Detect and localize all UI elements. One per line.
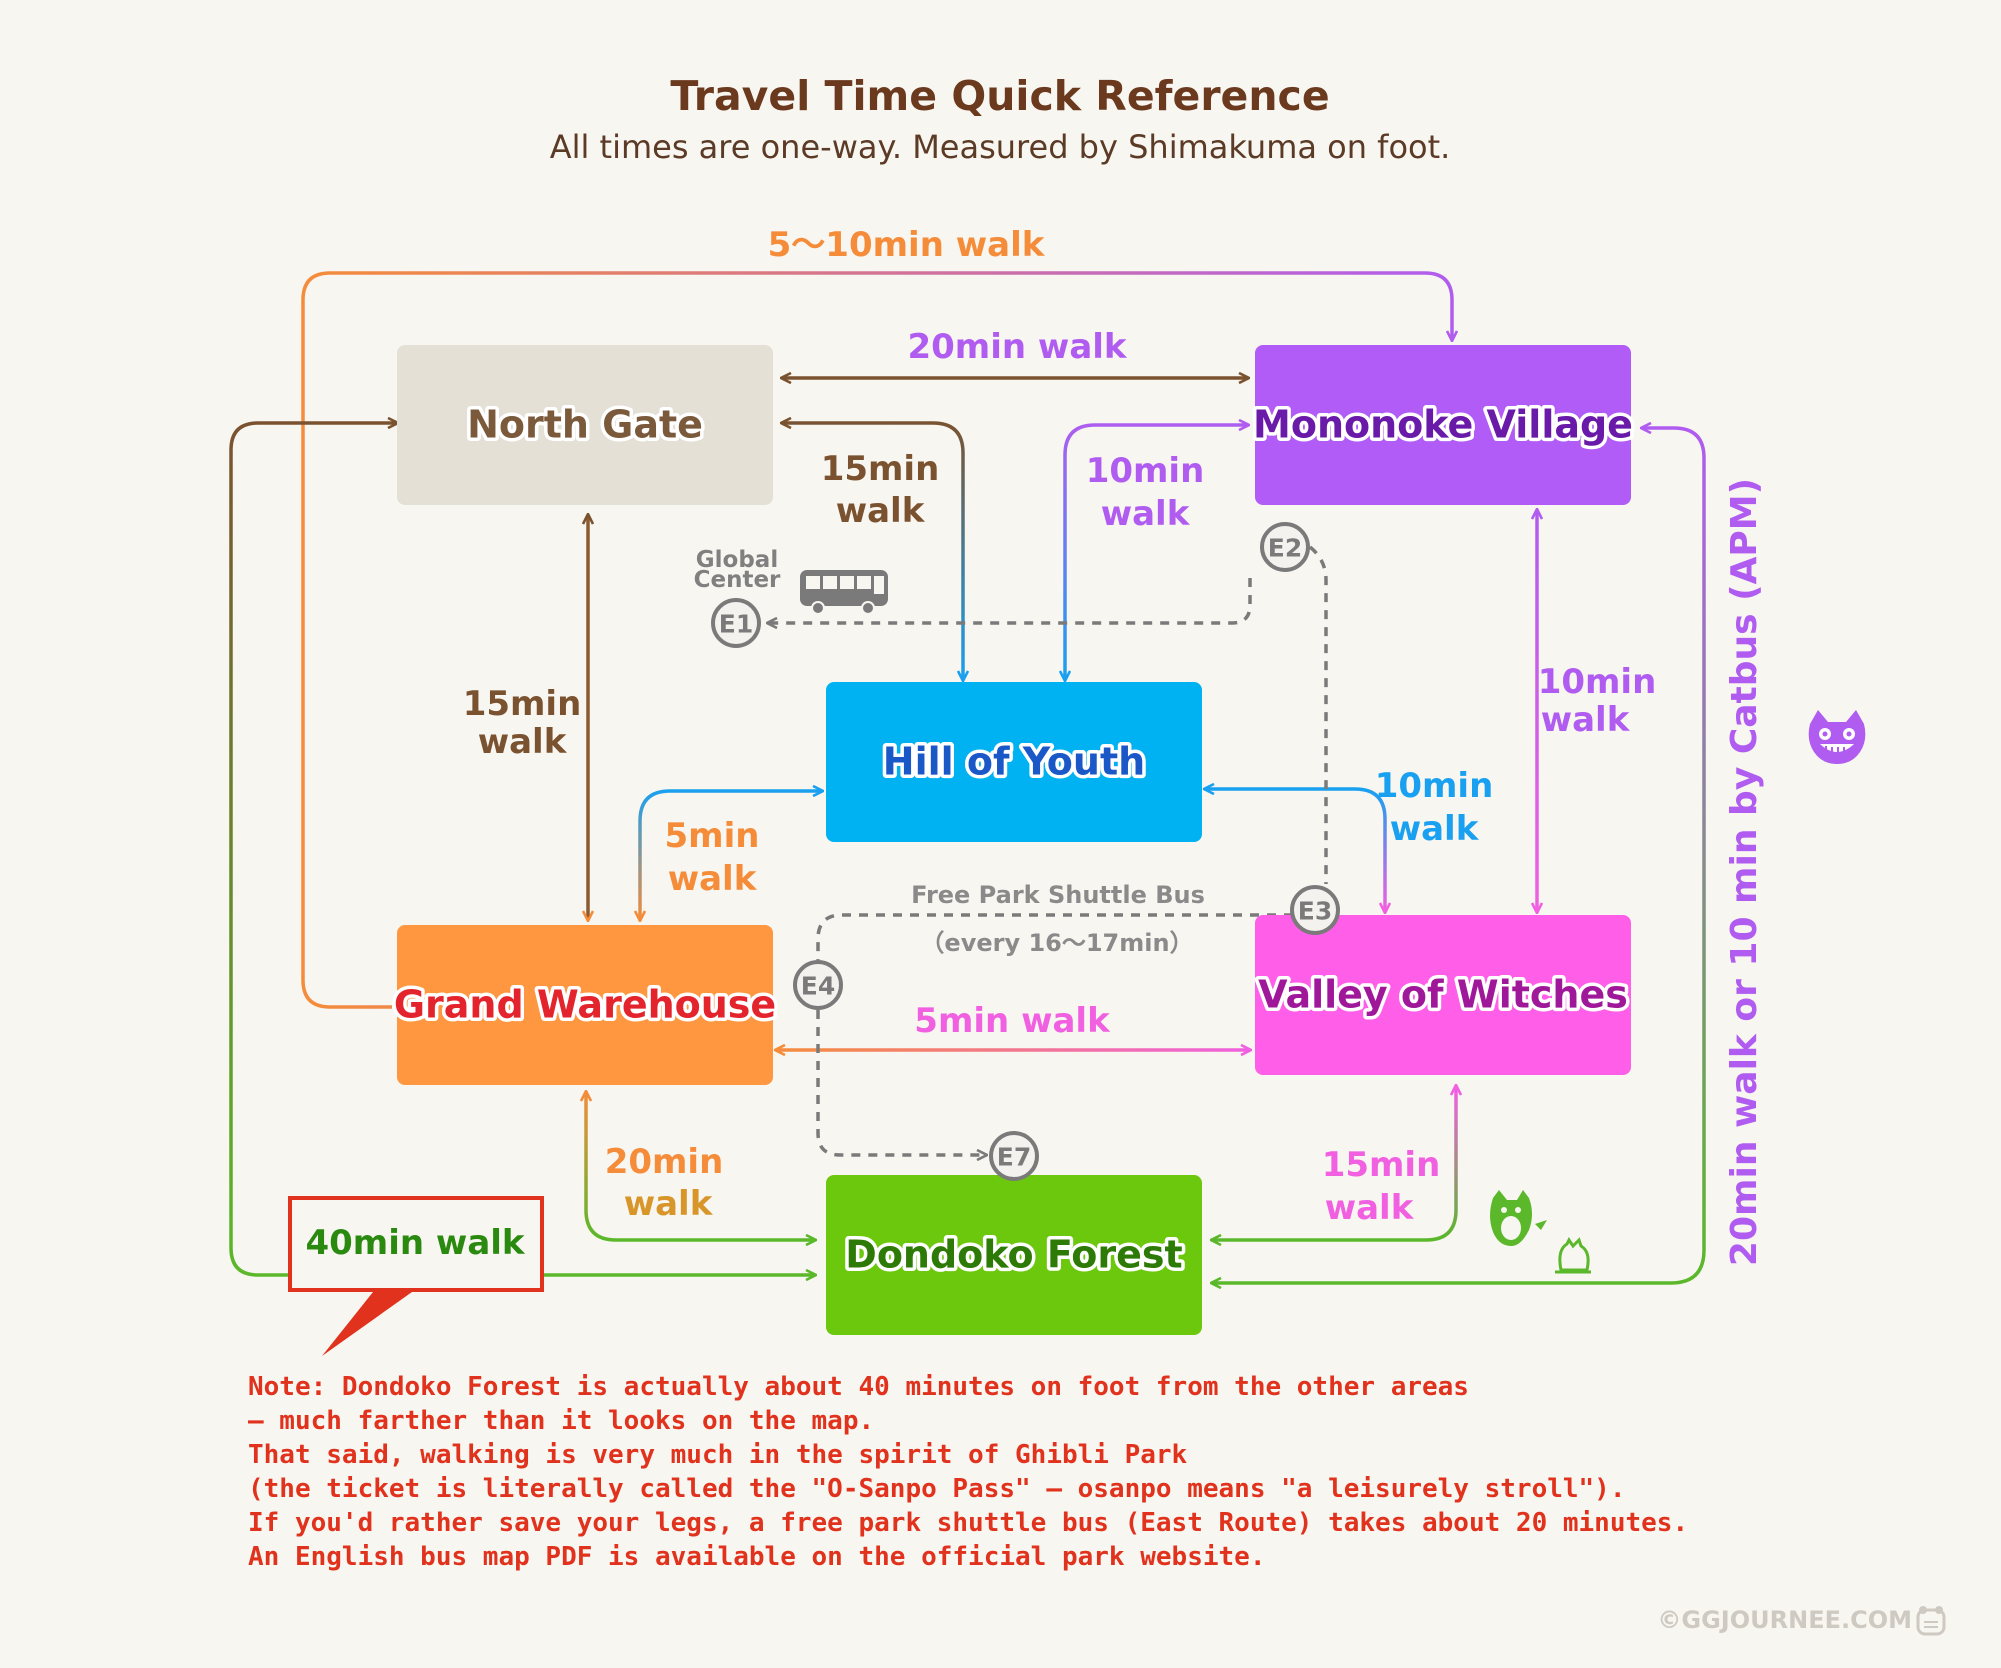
shuttle-route-e2-e1 [768, 578, 1252, 623]
page-subtitle: All times are one-way. Measured by Shima… [550, 128, 1451, 166]
note-line-3: That said, walking is very much in the s… [248, 1440, 1188, 1470]
label-warehouse-forest-2: walk [624, 1184, 714, 1224]
bus-icon [800, 570, 888, 615]
exit-e4-circle [793, 960, 843, 1010]
bus-stop-label-line2: Center [694, 567, 781, 593]
label-north-warehouse-2: walk [478, 722, 568, 762]
shuttle-name: Free Park Shuttle Bus [911, 881, 1205, 909]
label-warehouse-hill-2: walk [668, 859, 758, 899]
north-gate-box [397, 345, 773, 505]
note-line-6: An English bus map PDF is available on t… [248, 1542, 1265, 1572]
north-gate-label: North Gate [467, 403, 703, 447]
label-mononoke-hill-1: 10min [1086, 451, 1205, 491]
callout-40min: 40min walk [288, 1196, 544, 1356]
callout-40min-box [288, 1196, 544, 1292]
exit-e7-circle [989, 1131, 1039, 1181]
label-hill-valley-2: walk [1390, 809, 1480, 849]
exit-e7: E7 [989, 1131, 1039, 1181]
valley-of-witches-box [1255, 915, 1631, 1075]
label-top-loop: 5〜10min walk [768, 225, 1046, 265]
dondoko-forest-label: Dondoko Forest [845, 1233, 1182, 1277]
label-north-hill-1: 15min [821, 449, 940, 489]
exit-e1-circle [711, 598, 761, 648]
grand-warehouse-box [397, 925, 773, 1085]
dondoko-forest-box [826, 1175, 1202, 1335]
label-hill-valley-1: 10min [1375, 766, 1494, 806]
route-hill-valley-line [1205, 789, 1385, 912]
node-grand-warehouse: Grand Warehouse [390, 925, 780, 1085]
label-warehouse-hill-1: 5min [665, 816, 760, 856]
route-north-hill-line [782, 423, 963, 680]
note-line-4: (the ticket is literally called the "O-S… [248, 1474, 1626, 1504]
hill-of-youth-box [826, 682, 1202, 842]
label-mononoke-valley-1: 10min [1538, 662, 1657, 702]
node-north-gate: North Gate [397, 345, 773, 505]
exit-e3-circle [1290, 885, 1340, 935]
callout-40min-tail [322, 1292, 412, 1356]
label-catbus: 20min walk or 10 min by Catbus (APM) [1724, 478, 1765, 1266]
exit-e1: E1 [711, 598, 761, 648]
exit-e1-label: E1 [719, 610, 753, 639]
note-line-2: — much farther than it looks on the map. [248, 1406, 874, 1436]
label-valley-forest-2: walk [1325, 1188, 1415, 1228]
shuttle-frequency: （every 16〜17min） [920, 929, 1193, 957]
label-mononoke-valley-2: walk [1541, 700, 1631, 740]
route-catbus-line [1212, 428, 1706, 1283]
route-mononoke-hill-line [1065, 425, 1248, 680]
label-north-hill-2: walk [836, 491, 926, 531]
exit-e7-label: E7 [997, 1143, 1031, 1172]
node-mononoke-village: Mononoke Village [1250, 345, 1636, 505]
exit-e2-label: E2 [1268, 534, 1302, 563]
mononoke-village-label: Mononoke Village [1253, 403, 1633, 447]
label-mononoke-hill-2: walk [1101, 494, 1191, 534]
exit-e4-label: E4 [801, 972, 835, 1001]
node-hill-of-youth: Hill of Youth [826, 682, 1202, 842]
note-line-1: Note: Dondoko Forest is actually about 4… [248, 1372, 1469, 1402]
note-line-5: If you'd rather save your legs, a free p… [248, 1508, 1688, 1538]
hill-of-youth-label: Hill of Youth [883, 740, 1145, 784]
valley-of-witches-label: Valley of Witches [1258, 973, 1628, 1017]
label-north-warehouse-1: 15min [463, 684, 582, 724]
frog-icon [1555, 1237, 1591, 1274]
shuttle-route-e2-e3 [1308, 545, 1328, 884]
label-warehouse-valley: 5min walk [914, 1001, 1111, 1041]
mononoke-village-box [1255, 345, 1631, 505]
node-dondoko-forest: Dondoko Forest [826, 1175, 1202, 1335]
exit-e4: E4 [793, 960, 843, 1010]
node-valley-of-witches: Valley of Witches [1255, 915, 1631, 1075]
route-top-loop-line [301, 271, 1452, 1009]
grand-warehouse-label: Grand Warehouse [394, 983, 776, 1027]
label-north-forest: 40min walk [305, 1223, 525, 1263]
soot-sprite-icon [1490, 1190, 1547, 1246]
site-credit: ©GGJOURNEE.COM [1657, 1606, 1912, 1634]
exit-e3: E3 [1290, 885, 1340, 935]
note-block: Note: Dondoko Forest is actually about 4… [248, 1372, 1688, 1572]
exit-e3-label: E3 [1298, 897, 1332, 926]
page-title: Travel Time Quick Reference [670, 72, 1329, 120]
catbus-icon [1808, 710, 1866, 764]
bear-logo-icon [1916, 1606, 1946, 1636]
label-valley-forest-1: 15min [1322, 1145, 1441, 1185]
exit-e2-circle [1260, 522, 1310, 572]
label-warehouse-forest-1: 20min [605, 1142, 724, 1182]
shuttle-route-e4-e7 [816, 1010, 986, 1155]
route-north-forest-line [229, 423, 815, 1275]
bus-stop-label-line1: Global [696, 547, 778, 573]
label-north-mononoke: 20min walk [907, 327, 1127, 367]
exit-e2: E2 [1260, 522, 1310, 572]
